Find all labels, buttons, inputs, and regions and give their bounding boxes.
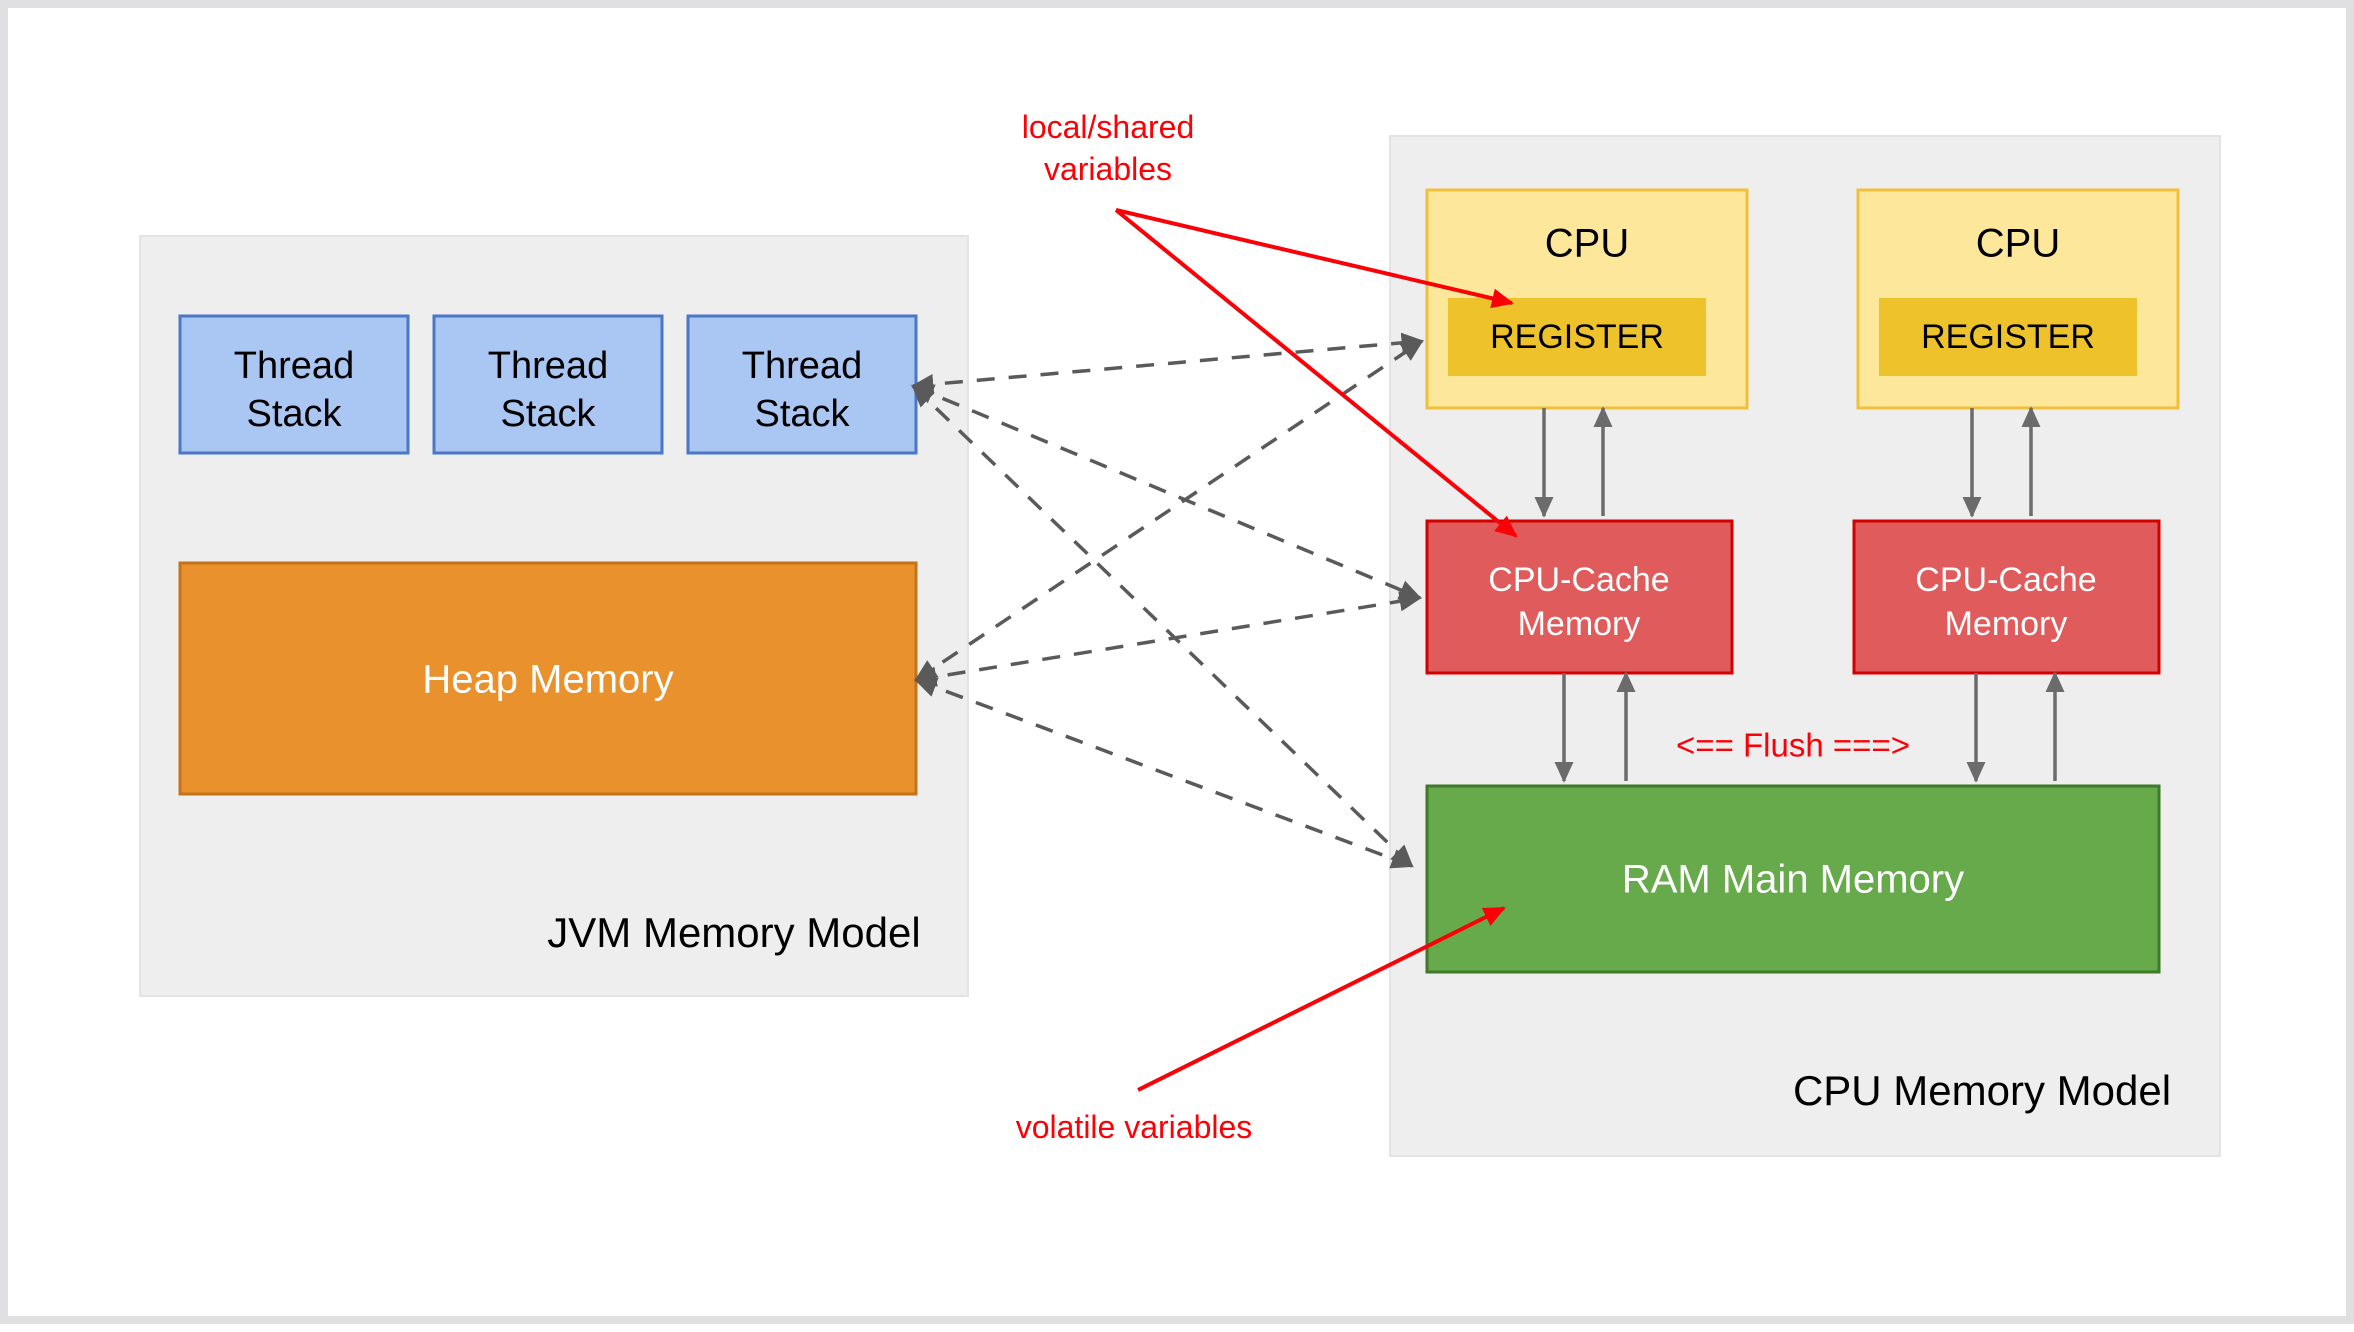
threadstack-to-register-connector <box>910 332 1425 395</box>
cpu-cache-rect-1 <box>1425 519 1734 675</box>
register-box-1[interactable] <box>1448 298 1706 376</box>
ram-main-memory-label: RAM Main Memory <box>1622 858 1964 902</box>
thread-stack-box-2[interactable]: Thread Stack <box>432 314 664 455</box>
cpu-label-2: CPU <box>1976 222 2060 266</box>
memory-model-diagram: Thread Stack Thread Stack Thread Stack H… <box>139 109 2221 1157</box>
cpu-panel-title: CPU Memory Model <box>1793 1067 2171 1114</box>
thread-stack-rect-2 <box>432 314 664 455</box>
thread-stack-rect-1 <box>178 314 410 455</box>
heap-memory-rect <box>178 561 918 796</box>
heap-to-ram-connector <box>914 677 1414 869</box>
cpu-cache-box-2[interactable]: CPU-Cache Memory <box>1852 519 2161 675</box>
thread-stack-label-1-line2: Stack <box>246 393 342 435</box>
cache-ram-connectors <box>1554 671 2065 783</box>
cpu-cache-label-2-line2: Memory <box>1945 605 2068 643</box>
volatile-variables-annotation: volatile variables <box>1016 906 1506 1145</box>
thread-stack-label-1-line1: Thread <box>234 345 354 387</box>
local-shared-variables-label-line1: local/shared <box>1022 109 1195 145</box>
volatile-variables-label: volatile variables <box>1016 1109 1253 1145</box>
register-label-1: REGISTER <box>1490 318 1664 356</box>
threadstack-to-cache-connector <box>911 384 1422 600</box>
ram-main-memory-rect <box>1425 784 2161 974</box>
jvm-panel-title: JVM Memory Model <box>547 909 920 956</box>
local-shared-variables-label-line2: variables <box>1044 151 1172 187</box>
heap-memory-label: Heap Memory <box>422 658 673 702</box>
ram-main-memory-box[interactable]: RAM Main Memory <box>1425 784 2161 974</box>
heap-to-register-connector <box>914 339 1424 682</box>
local-shared-variables-annotation: local/shared variables <box>1022 109 1518 538</box>
flush-label: <== Flush ===> <box>1676 727 1910 764</box>
cpu-core-1[interactable]: CPU REGISTER <box>1425 188 1749 410</box>
thread-stack-box-1[interactable]: Thread Stack <box>178 314 410 455</box>
cpu-cache-connectors <box>1534 406 2041 518</box>
local-shared-to-register-arrow <box>1115 208 1514 309</box>
threadstack-to-ram-connector <box>911 384 1414 868</box>
thread-stack-label-2-line2: Stack <box>500 393 596 435</box>
jvm-cpu-dashed-connectors <box>910 332 1425 869</box>
cpu-cache-rect-2 <box>1852 519 2161 675</box>
cpu-cache-box-1[interactable]: CPU-Cache Memory <box>1425 519 1734 675</box>
cpu-label-1: CPU <box>1545 222 1629 266</box>
cpu-cache-label-1-line1: CPU-Cache <box>1488 561 1669 599</box>
thread-stack-label-3-line1: Thread <box>742 345 862 387</box>
cpu-core-2[interactable]: CPU REGISTER <box>1856 188 2180 410</box>
cpu-cache-label-1-line2: Memory <box>1518 605 1641 643</box>
local-shared-to-cache-arrow <box>1114 208 1518 538</box>
thread-stack-label-3-line2: Stack <box>754 393 850 435</box>
jvm-memory-model-panel: Thread Stack Thread Stack Thread Stack H… <box>139 235 969 997</box>
heap-memory-box[interactable]: Heap Memory <box>178 561 918 796</box>
thread-stack-box-3[interactable]: Thread Stack <box>686 314 918 455</box>
heap-to-cache-connector <box>913 591 1423 687</box>
register-box-2[interactable] <box>1879 298 2137 376</box>
cpu-cache-label-2-line1: CPU-Cache <box>1915 561 2096 599</box>
volatile-to-ram-arrow <box>1137 906 1506 1092</box>
thread-stack-label-2-line1: Thread <box>488 345 608 387</box>
cpu-memory-model-panel: CPU REGISTER CPU REGISTER CPU-Cache Memo… <box>1389 135 2221 1157</box>
register-label-2: REGISTER <box>1921 318 2095 356</box>
